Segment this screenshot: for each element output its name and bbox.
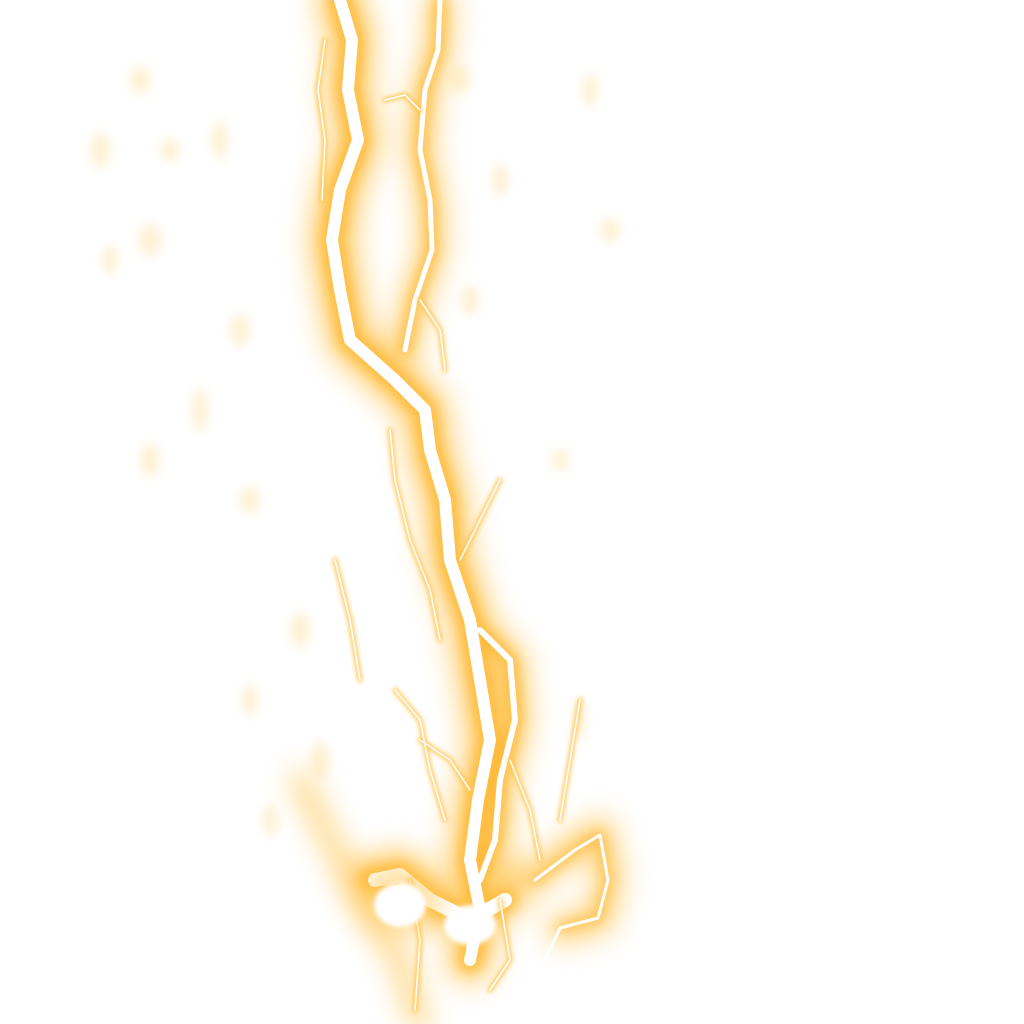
impact-flash [360, 868, 496, 945]
glow-speckles [90, 66, 620, 836]
